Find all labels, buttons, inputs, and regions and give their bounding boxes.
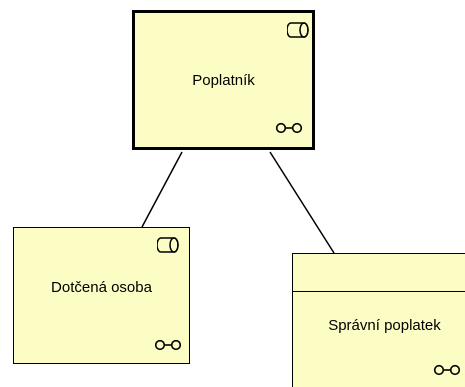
node-label: Poplatník (192, 72, 255, 89)
compartment-divider (293, 291, 465, 292)
connection-main-right[interactable] (269, 151, 335, 254)
node-label: Dotčená osoba (51, 279, 152, 296)
node-dotcena-osoba[interactable]: Dotčená osoba (13, 227, 190, 364)
node-spravni-poplatek[interactable]: Správní poplatek (292, 253, 465, 387)
business-role-icon (157, 237, 179, 253)
business-role-icon (287, 22, 309, 38)
connection-main-left[interactable] (141, 151, 183, 228)
association-icon (154, 339, 182, 351)
association-icon (433, 364, 461, 376)
node-label: Správní poplatek (328, 317, 441, 334)
node-poplatnik[interactable]: Poplatník (132, 10, 315, 150)
association-icon (275, 122, 303, 134)
